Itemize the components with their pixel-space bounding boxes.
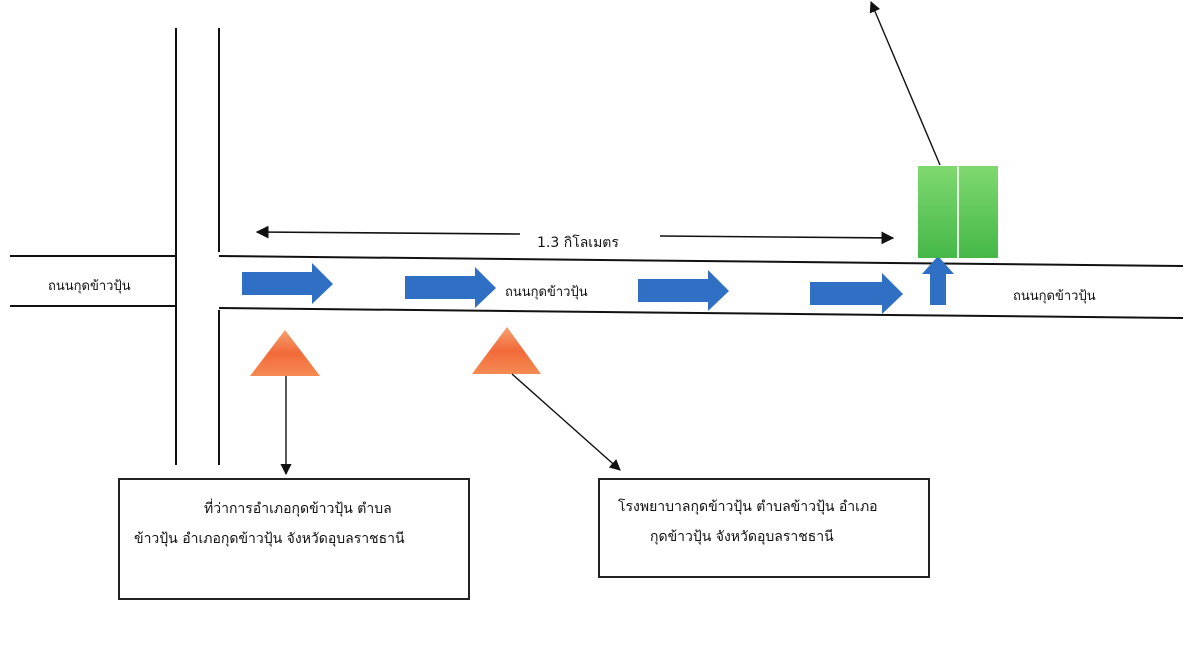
direction-arrow-up-icon — [922, 256, 954, 305]
hospital-marker-icon — [472, 327, 541, 374]
direction-arrow-icon — [810, 273, 903, 314]
horizontal-road-bottom-edge-right — [218, 307, 1184, 319]
district-office-line1: ที่ว่าการอำเภอกุดข้าวปุ้น ตำบล — [204, 501, 392, 517]
road-label-middle: ถนนกุดข้าวปุ้น — [505, 285, 588, 300]
building-pointer-line — [869, 0, 941, 166]
district-office-label-box: ที่ว่าการอำเภอกุดข้าวปุ้น ตำบล ข้าวปุ้น … — [118, 478, 470, 600]
distance-arrow-left — [255, 225, 521, 239]
road-label-right: ถนนกุดข้าวปุ้น — [1013, 289, 1096, 304]
hospital-label-box: โรงพยาบาลกุดข้าวปุ้น ตำบลข้าวปุ้น อำเภอ … — [598, 478, 930, 578]
hospital-line2: กุดข้าวปุ้น จังหวัดอุบลราชธานี — [650, 529, 834, 545]
direction-arrow-icon — [405, 267, 496, 308]
district-office-line2: ข้าวปุ้น อำเภอกุดข้าวปุ้น จังหวัดอุบลราช… — [134, 531, 405, 547]
direction-arrow-icon — [242, 263, 333, 304]
distance-arrow-right — [659, 231, 895, 245]
hospital-pointer — [511, 373, 621, 471]
district-office-marker-icon — [250, 330, 320, 376]
horizontal-road-top-edge-right — [218, 255, 1184, 267]
road-label-left: ถนนกุดข้าวปุ้น — [48, 279, 131, 294]
hospital-line1: โรงพยาบาลกุดข้าวปุ้น ตำบลข้าวปุ้น อำเภอ — [618, 499, 878, 515]
distance-label: 1.3 กิโลเมตร — [537, 234, 619, 251]
direction-arrow-icon — [638, 270, 729, 311]
